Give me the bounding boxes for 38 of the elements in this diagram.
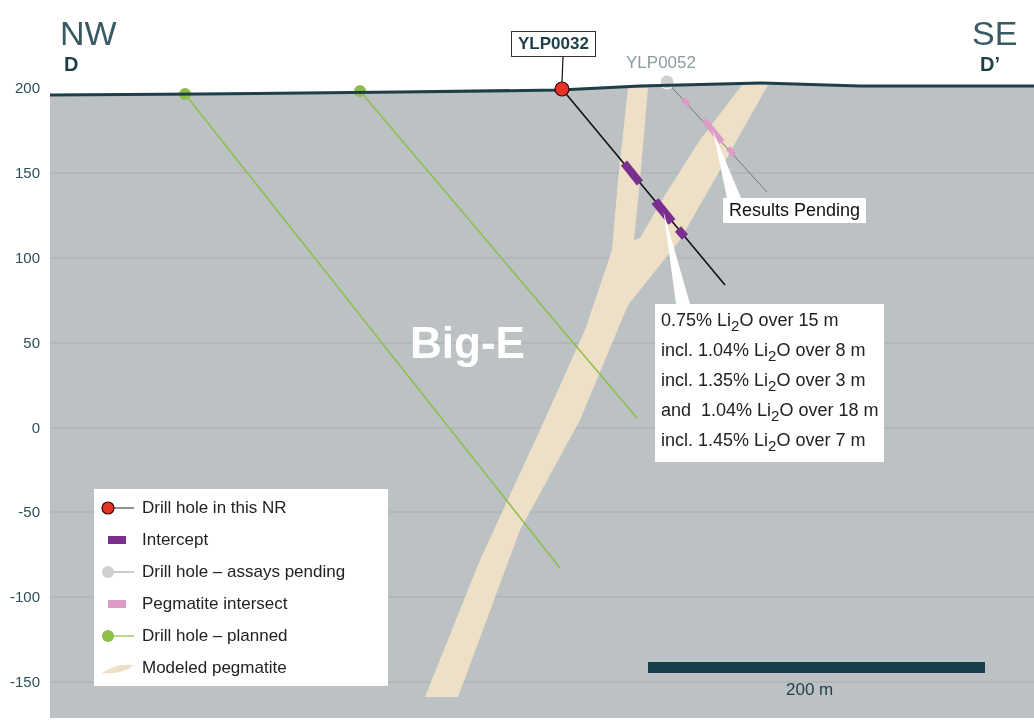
hole-id-label: YLP0052	[626, 53, 696, 73]
axis-tick-label: 50	[22, 334, 40, 351]
axis-tick-label: 100	[13, 249, 40, 266]
hole-id-label: YLP0032	[511, 31, 596, 57]
legend-label: Drill hole – planned	[142, 625, 288, 647]
axis-tick-label: -150	[8, 673, 40, 690]
callout-text: incl. 1.35% Li$_{2}$O over 3 m	[661, 369, 867, 396]
legend-label: Modeled pegmatite	[142, 657, 287, 679]
drill-collar	[554, 81, 570, 97]
legend-label: Drill hole – assays pending	[142, 561, 346, 583]
scale-label: 200 m	[786, 680, 834, 700]
zone-label: Big-E	[410, 318, 525, 368]
axis-tick-label: 0	[30, 419, 40, 436]
callout-box	[655, 304, 885, 463]
callout-text: incl. 1.45% Li$_{2}$O over 7 m	[661, 429, 867, 456]
callout-label: Results Pending	[723, 198, 867, 223]
axis-tick-label: -100	[8, 588, 40, 605]
direction-label: SE	[972, 14, 1018, 53]
axis-tick-label: 150	[13, 164, 40, 181]
intercept-mark	[620, 160, 644, 186]
legend-label: Pegmatite intersect	[142, 593, 288, 615]
axis-tick-label: -50	[17, 503, 40, 520]
legend-label: Intercept	[142, 529, 209, 551]
pegmatite-intersect-mark	[726, 146, 736, 157]
legend-label: Drill hole in this NR	[142, 497, 287, 519]
callout-text: 0.75% Li$_{2}$O over 15 m	[661, 309, 840, 336]
intercept-mark	[651, 198, 676, 225]
section-end-label: D	[64, 53, 79, 76]
direction-label: NW	[60, 14, 117, 53]
axis-tick-label: 200	[13, 79, 40, 96]
pegmatite-intersect-mark	[701, 118, 725, 144]
intercept-mark	[675, 226, 688, 240]
callout-text: incl. 1.04% Li$_{2}$O over 8 m	[661, 339, 867, 366]
callout-text: and 1.04% Li$_{2}$O over 18 m	[661, 399, 879, 426]
pegmatite-intersect-mark	[681, 97, 691, 108]
leader-line	[561, 56, 564, 83]
leader-line	[713, 131, 741, 198]
section-end-label: D’	[980, 53, 1000, 76]
